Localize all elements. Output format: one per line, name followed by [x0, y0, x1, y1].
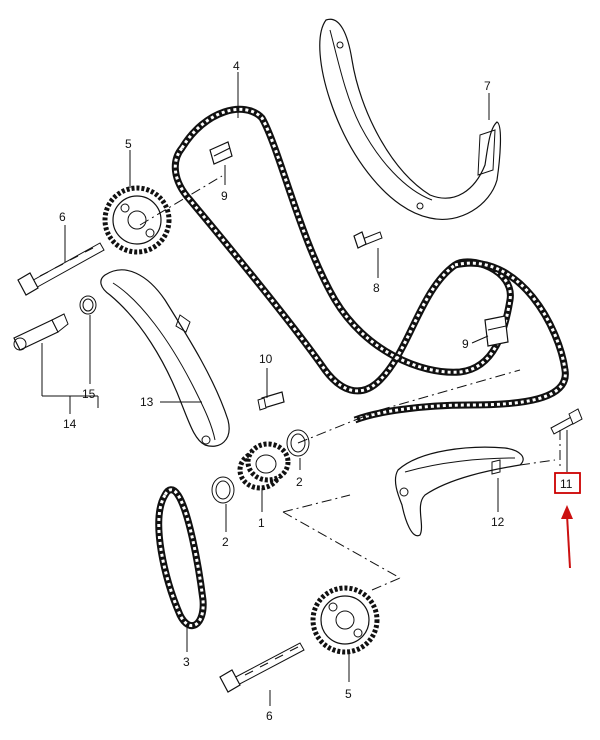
callout-5-lower: 5: [345, 687, 352, 701]
seal-ring-upper: [286, 429, 310, 457]
callout-11: 11: [560, 477, 573, 491]
seal-ring-lower: [211, 476, 235, 504]
bolt-6-upper: [17, 242, 105, 296]
upper-chain-guide: [319, 18, 502, 220]
callout-labels: 4 7 5 9 6 8 9 10 13 15 14 2 1 2 12 3 5 6: [59, 59, 505, 723]
seal-ring-15: [79, 295, 97, 315]
stud-11: [550, 408, 583, 435]
secondary-chain: [155, 486, 207, 630]
callout-3: 3: [183, 655, 190, 669]
bolt-10: [257, 391, 285, 411]
callout-13: 13: [140, 395, 154, 409]
callout-6-lower: 6: [266, 709, 273, 723]
callout-7: 7: [484, 79, 491, 93]
callout-9-upper: 9: [221, 189, 228, 203]
callout-6-upper: 6: [59, 210, 66, 224]
tensioner-guide-rail: [100, 269, 230, 447]
callout-5-upper: 5: [125, 137, 132, 151]
bolt-8: [353, 231, 383, 249]
chain-damper-block-lower: [484, 315, 509, 347]
chain-damper-block-upper: [209, 141, 233, 165]
callout-9-lower: 9: [462, 337, 469, 351]
callout-4: 4: [233, 59, 240, 73]
camshaft-sprocket-lower: [310, 585, 380, 655]
main-timing-chain: [171, 105, 569, 424]
assembly-centerlines: [139, 175, 561, 591]
highlighted-callout-11: 11: [554, 472, 581, 494]
intermediate-double-sprocket: [237, 441, 291, 491]
callout-14: 14: [63, 417, 77, 431]
callout-12: 12: [491, 515, 505, 529]
leader-lines: [41, 72, 568, 706]
callout-2-right: 2: [296, 475, 303, 489]
callout-10: 10: [259, 352, 273, 366]
callout-1: 1: [258, 516, 265, 530]
callout-15: 15: [82, 387, 96, 401]
red-pointer-arrow: [561, 505, 573, 569]
callout-8: 8: [373, 281, 380, 295]
camshaft-sprocket-upper: [102, 185, 172, 255]
bolt-6-lower: [219, 642, 305, 693]
tensioner-rail: [394, 446, 524, 537]
callout-2-left: 2: [222, 535, 229, 549]
tensioner-plunger-14: [13, 313, 69, 351]
highlight-box: [554, 472, 581, 494]
